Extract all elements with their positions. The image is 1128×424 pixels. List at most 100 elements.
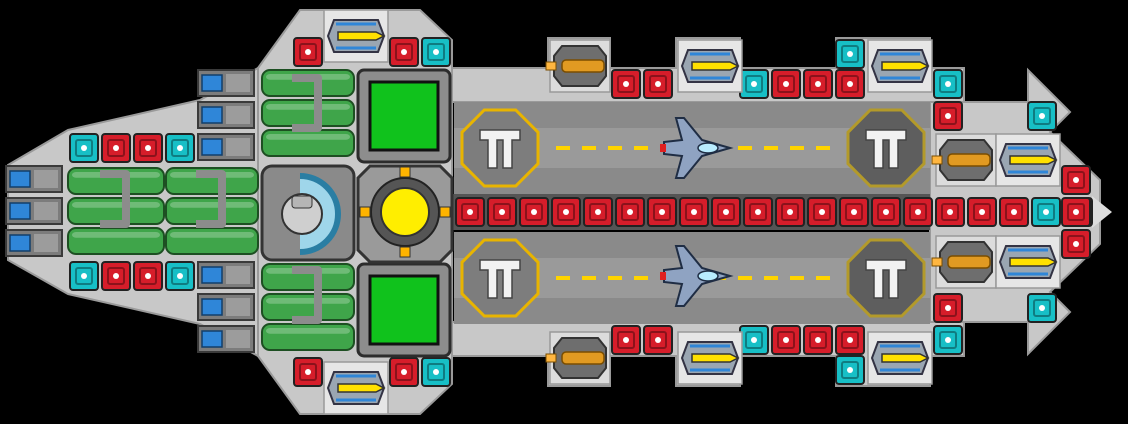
tile-dot <box>1043 209 1049 215</box>
missile-body <box>881 353 930 363</box>
conduit-tile-red <box>903 197 933 227</box>
thruster-glow <box>9 234 31 252</box>
conduit-tile-red <box>935 197 965 227</box>
runway-dash <box>816 146 830 150</box>
conduit-tile-red <box>643 69 673 99</box>
pad-octagon <box>460 238 540 318</box>
fuel-tank <box>261 99 355 127</box>
tank-body <box>67 227 165 255</box>
pad-marking <box>865 259 907 299</box>
pad-octagon <box>460 108 540 188</box>
tile-inset <box>939 299 957 317</box>
conduit-tile-red <box>771 325 801 355</box>
conduit-tile-red <box>615 197 645 227</box>
tank-shine <box>266 298 350 304</box>
tank-shine <box>72 202 160 208</box>
conduit-tile-red <box>583 197 613 227</box>
tile-inset <box>749 203 767 221</box>
pad-octagon <box>846 108 926 188</box>
conduit-tile-red <box>101 261 131 291</box>
conduit-tile-red <box>711 197 741 227</box>
launch-pad <box>460 238 540 318</box>
bow-lower-cannon-turret <box>931 235 997 289</box>
landing-pad <box>846 238 926 318</box>
turret-muzzle <box>545 353 557 363</box>
tile-inset <box>653 203 671 221</box>
conduit-tile-red <box>293 357 323 387</box>
tile-dot <box>847 367 853 373</box>
thruster-nozzle <box>197 325 255 353</box>
tile-dot <box>945 305 951 311</box>
tile-dot <box>113 273 119 279</box>
missile-body <box>337 31 386 41</box>
tank-body <box>261 129 355 157</box>
tile-inset <box>1067 171 1085 189</box>
conduit-tile-cyan <box>165 261 195 291</box>
tile-dot <box>883 209 889 215</box>
fuel-tank <box>67 167 165 195</box>
tile-dot <box>723 209 729 215</box>
tile-inset <box>841 331 859 349</box>
missile-body <box>1009 155 1058 165</box>
tile-dot <box>145 273 151 279</box>
conduit-tile-red <box>551 197 581 227</box>
tile-inset <box>973 203 991 221</box>
thruster-nozzle <box>5 165 63 193</box>
tile-dot <box>945 81 951 87</box>
tile-inset <box>299 363 317 381</box>
runway-dash <box>634 146 648 150</box>
tile-inset <box>621 203 639 221</box>
thruster-glow <box>201 298 223 316</box>
tank-shine <box>266 328 350 334</box>
pad-marking <box>479 259 521 299</box>
conduit-tile-red <box>389 37 419 67</box>
tile-inset <box>525 203 543 221</box>
tile-dot <box>627 209 633 215</box>
runway-dash <box>764 146 778 150</box>
tile-dot <box>783 81 789 87</box>
runway-dash <box>556 146 570 150</box>
tile-inset <box>745 331 763 349</box>
missile-body <box>337 383 386 393</box>
tile-dot <box>659 209 665 215</box>
fighter-canopy <box>697 142 719 154</box>
thruster-coupling <box>226 138 250 156</box>
thruster-coupling <box>34 170 58 188</box>
tile-dot <box>305 49 311 55</box>
conduit-tile-cyan <box>835 355 865 385</box>
launch-pad <box>460 108 540 188</box>
conduit-tile-red <box>611 69 641 99</box>
tile-dot <box>945 113 951 119</box>
tile-dot <box>1011 209 1017 215</box>
thruster-coupling <box>226 330 250 348</box>
runway-dash <box>816 276 830 280</box>
thruster-coupling <box>226 298 250 316</box>
bottom-missile-launcher-2 <box>677 331 743 385</box>
tile-dot <box>177 273 183 279</box>
reactor-glow <box>380 187 430 237</box>
thruster-nozzle <box>197 101 255 129</box>
turret-muzzle <box>931 257 943 267</box>
top-missile-launcher <box>323 9 389 63</box>
core-modules <box>260 68 454 358</box>
tile-inset <box>909 203 927 221</box>
tank-body <box>165 227 259 255</box>
conduit-tile-red <box>1061 165 1091 195</box>
bottom-missile-launcher-3 <box>867 331 933 385</box>
tile-inset <box>1033 299 1051 317</box>
tile-dot <box>113 145 119 151</box>
bottom-missile-launcher <box>323 361 389 415</box>
fuel-tank <box>261 129 355 157</box>
tile-dot <box>1073 177 1079 183</box>
tile-inset <box>813 203 831 221</box>
tile-dot <box>815 81 821 87</box>
tile-dot <box>915 209 921 215</box>
tile-dot <box>305 369 311 375</box>
tile-inset <box>845 203 863 221</box>
conduit-tile-red <box>835 325 865 355</box>
tile-dot <box>623 337 629 343</box>
pad-marking <box>865 129 907 169</box>
conduit-tile-red <box>999 197 1029 227</box>
tile-dot <box>815 337 821 343</box>
screen-panel <box>368 80 440 152</box>
